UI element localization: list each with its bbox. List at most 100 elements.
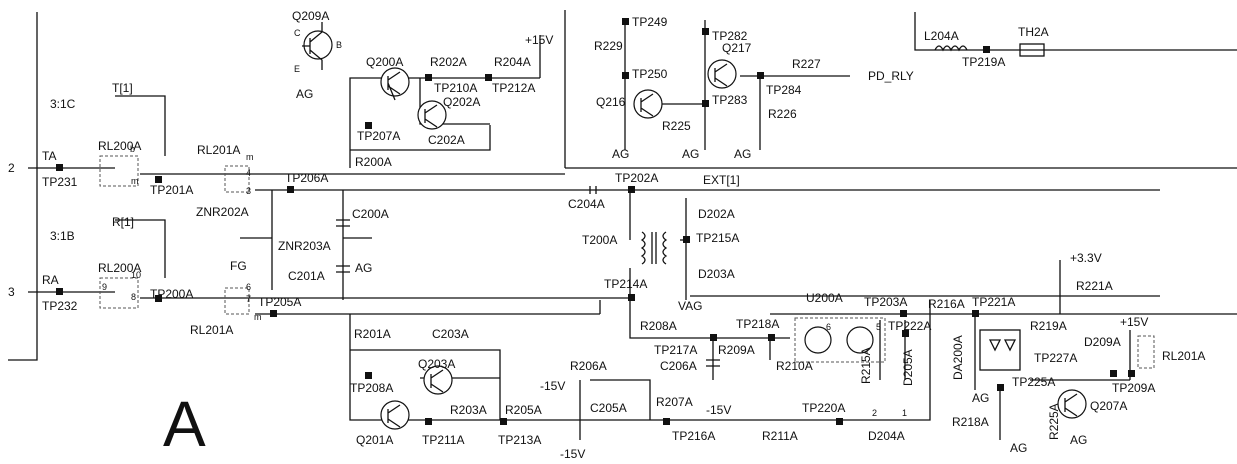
ra-label: RA xyxy=(42,273,59,287)
znr202a-label: ZNR202A xyxy=(196,205,249,219)
pin-6-u200a: 6 xyxy=(826,322,831,332)
r203a-label: R203A xyxy=(450,403,487,417)
transistor-q216 xyxy=(633,89,663,119)
pin-1-d204a: 1 xyxy=(902,408,907,418)
q202a-label: Q202A xyxy=(443,95,480,109)
q217-label: Q217 xyxy=(722,41,752,55)
r200a-label: R200A xyxy=(355,155,392,169)
tp212a-label: TP212A xyxy=(492,81,535,95)
ag-label-5: AG xyxy=(734,147,751,161)
r227-label: R227 xyxy=(792,57,821,71)
pin-e-q209a: E xyxy=(294,64,300,74)
tp209a-label: TP209A xyxy=(1112,381,1155,395)
pin-3: 3 xyxy=(246,186,251,196)
tp216a-label: TP216A xyxy=(672,429,715,443)
tp283-label: TP283 xyxy=(712,93,748,107)
r209a-label: R209A xyxy=(718,343,755,357)
diode-array-da200a xyxy=(979,329,1021,371)
ag-label-4: AG xyxy=(682,147,699,161)
d203a-label: D203A xyxy=(698,267,735,281)
transistor-q209a xyxy=(302,22,333,70)
pin-5-u200a: 5 xyxy=(876,322,881,332)
pin-c-q209a: C xyxy=(294,28,301,38)
pin-10: 10 xyxy=(131,270,141,280)
rl200a-label-2: RL200A xyxy=(98,261,141,275)
tp217a-label: TP217A xyxy=(654,343,697,357)
pin-b-q209a: B xyxy=(336,40,342,50)
tp225a-label: TP225A xyxy=(1012,375,1055,389)
m15v-label-2: -15V xyxy=(560,447,585,461)
m15v-label-3: -15V xyxy=(706,403,731,417)
r201a-label: R201A xyxy=(354,327,391,341)
znr203a-label: ZNR203A xyxy=(278,239,331,253)
r221a-label: R221A xyxy=(1076,279,1113,293)
tp200a-label: TP200A xyxy=(150,287,193,301)
r210a-label: R210A xyxy=(776,359,813,373)
tp215a-label: TP215A xyxy=(696,231,739,245)
rl201a-label-1: RL201A xyxy=(197,143,240,157)
tp221a-label: TP221A xyxy=(972,295,1015,309)
r202a-label: R202A xyxy=(430,55,467,69)
pin-3-label: 3 xyxy=(8,285,15,299)
pin-m-2: m xyxy=(246,152,254,162)
p15v-label-2: +15V xyxy=(1120,315,1148,329)
component-labels: 2 3 3:1C 3:1B T[1] R[1] TA RA FG AG AG A… xyxy=(8,9,1205,461)
q203a-label: Q203A xyxy=(418,357,455,371)
c200a-label: C200A xyxy=(352,207,389,221)
q207a-label: Q207A xyxy=(1090,399,1127,413)
rl201a-label-3: RL201A xyxy=(1162,349,1205,363)
t200a-label: T200A xyxy=(582,233,617,247)
tp213a-label: TP213A xyxy=(498,433,541,447)
q200a-label: Q200A xyxy=(366,55,403,69)
tp203a-label: TP203A xyxy=(864,295,907,309)
ag-label-2: AG xyxy=(296,87,313,101)
ag-label-3: AG xyxy=(612,147,629,161)
pin-8: 8 xyxy=(131,292,136,302)
tp205a-label: TP205A xyxy=(258,295,301,309)
transformer-t200a xyxy=(640,231,668,265)
transistor-q200a xyxy=(380,67,410,101)
conn-3-1b-label: 3:1B xyxy=(50,229,75,243)
tp210a-label: TP210A xyxy=(434,81,477,95)
r215a-label: R215A xyxy=(859,347,873,384)
ext1-label: EXT[1] xyxy=(703,173,740,187)
c206a-label: C206A xyxy=(660,359,697,373)
tp208a-label: TP208A xyxy=(350,381,393,395)
r225a-label: R225A xyxy=(1047,403,1061,440)
rl201a-label-2: RL201A xyxy=(190,323,233,337)
pin-2-label: 2 xyxy=(8,161,15,175)
transistor-q217 xyxy=(707,59,737,89)
q201a-label: Q201A xyxy=(356,433,393,447)
conn-3-1c-label: 3:1C xyxy=(50,97,76,111)
tp218a-label: TP218A xyxy=(736,317,779,331)
r206a-label: R206A xyxy=(570,359,607,373)
p15v-label-1: +15V xyxy=(525,33,553,47)
transistor-q201a xyxy=(380,400,410,430)
tp220a-label: TP220A xyxy=(802,401,845,415)
tp211a-label: TP211A xyxy=(422,433,464,447)
r207a-label: R207A xyxy=(656,395,693,409)
tp227a-label: TP227A xyxy=(1034,351,1077,365)
optocoupler-u200a xyxy=(794,317,886,363)
r218a-label: R218A xyxy=(952,415,989,429)
c203a-label: C203A xyxy=(432,327,469,341)
panel-letter: A xyxy=(163,388,206,460)
da200a-label: DA200A xyxy=(951,335,965,380)
r219a-label: R219A xyxy=(1030,319,1067,333)
r204a-label: R204A xyxy=(494,55,531,69)
r226-label: R226 xyxy=(768,107,797,121)
transistor-q207a xyxy=(1057,389,1087,419)
tp206a-label: TP206A xyxy=(285,171,328,185)
tp282-label: TP282 xyxy=(712,29,748,43)
c204a-label: C204A xyxy=(568,197,605,211)
pin-7: 7 xyxy=(246,294,251,304)
q209a-label: Q209A xyxy=(292,9,329,23)
fg-label: FG xyxy=(230,259,247,273)
ag-label-7: AG xyxy=(1010,441,1027,455)
pin-6: 6 xyxy=(246,282,251,292)
thermistor-th2a xyxy=(1019,43,1045,57)
testpoint-dots xyxy=(56,18,1135,425)
vag-label: VAG xyxy=(678,299,702,313)
wiring xyxy=(8,10,1237,440)
